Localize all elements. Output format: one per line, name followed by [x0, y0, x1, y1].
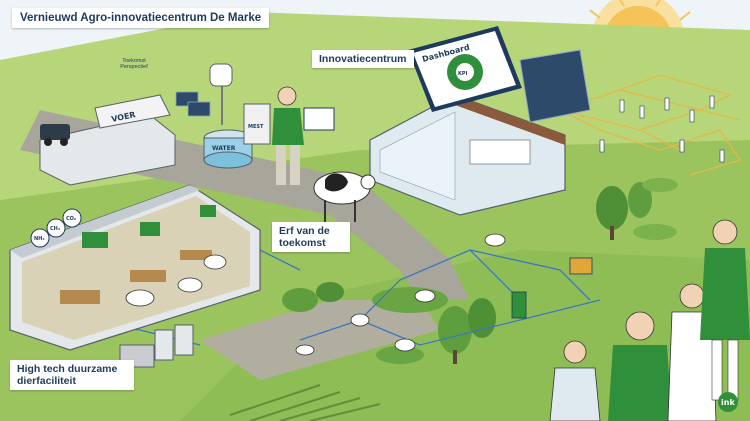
crop-rows — [229, 384, 381, 421]
water-sign: WATER — [212, 145, 236, 152]
nh3-label: NH₃ — [34, 236, 45, 242]
mest-sign: MEST — [248, 124, 264, 130]
cows-in-barn — [125, 254, 227, 307]
wind-turbine — [209, 63, 233, 125]
dashboard-screen — [408, 26, 522, 112]
water-tank — [203, 103, 271, 169]
pastures — [372, 178, 678, 364]
people-group — [549, 219, 750, 421]
solar-panels — [175, 91, 211, 117]
label-innovatiecentrum: Innovatiecentrum — [312, 50, 414, 68]
svg-text:ink: ink — [721, 398, 735, 407]
emission-bubbles — [30, 208, 82, 248]
path-lower — [200, 300, 440, 380]
kpi-label: KPI — [458, 71, 468, 77]
top-stable — [39, 94, 176, 186]
person-innovator — [272, 86, 335, 185]
feed-silos — [119, 324, 194, 368]
sensors — [511, 257, 593, 319]
ink-signature: ink — [718, 392, 738, 412]
toekomst-perspectief-sign: Toekomst Perspectief — [120, 58, 148, 70]
barn — [9, 184, 261, 351]
co2-label: CO₂ — [66, 216, 76, 222]
pasture-cows — [295, 233, 506, 356]
cow-erf — [313, 171, 376, 222]
label-erf-van-de-toekomst: Erf van de toekomst — [272, 222, 350, 252]
crowd-silhouettes — [599, 95, 725, 163]
page-title: Vernieuwd Agro-innovatiecentrum De Marke — [12, 8, 270, 28]
ch4-label: CH₄ — [50, 226, 60, 232]
trees — [282, 182, 652, 364]
label-high-tech-dierfaciliteit: High tech duurzame dierfaciliteit — [10, 360, 134, 390]
greenhouse — [369, 49, 591, 216]
